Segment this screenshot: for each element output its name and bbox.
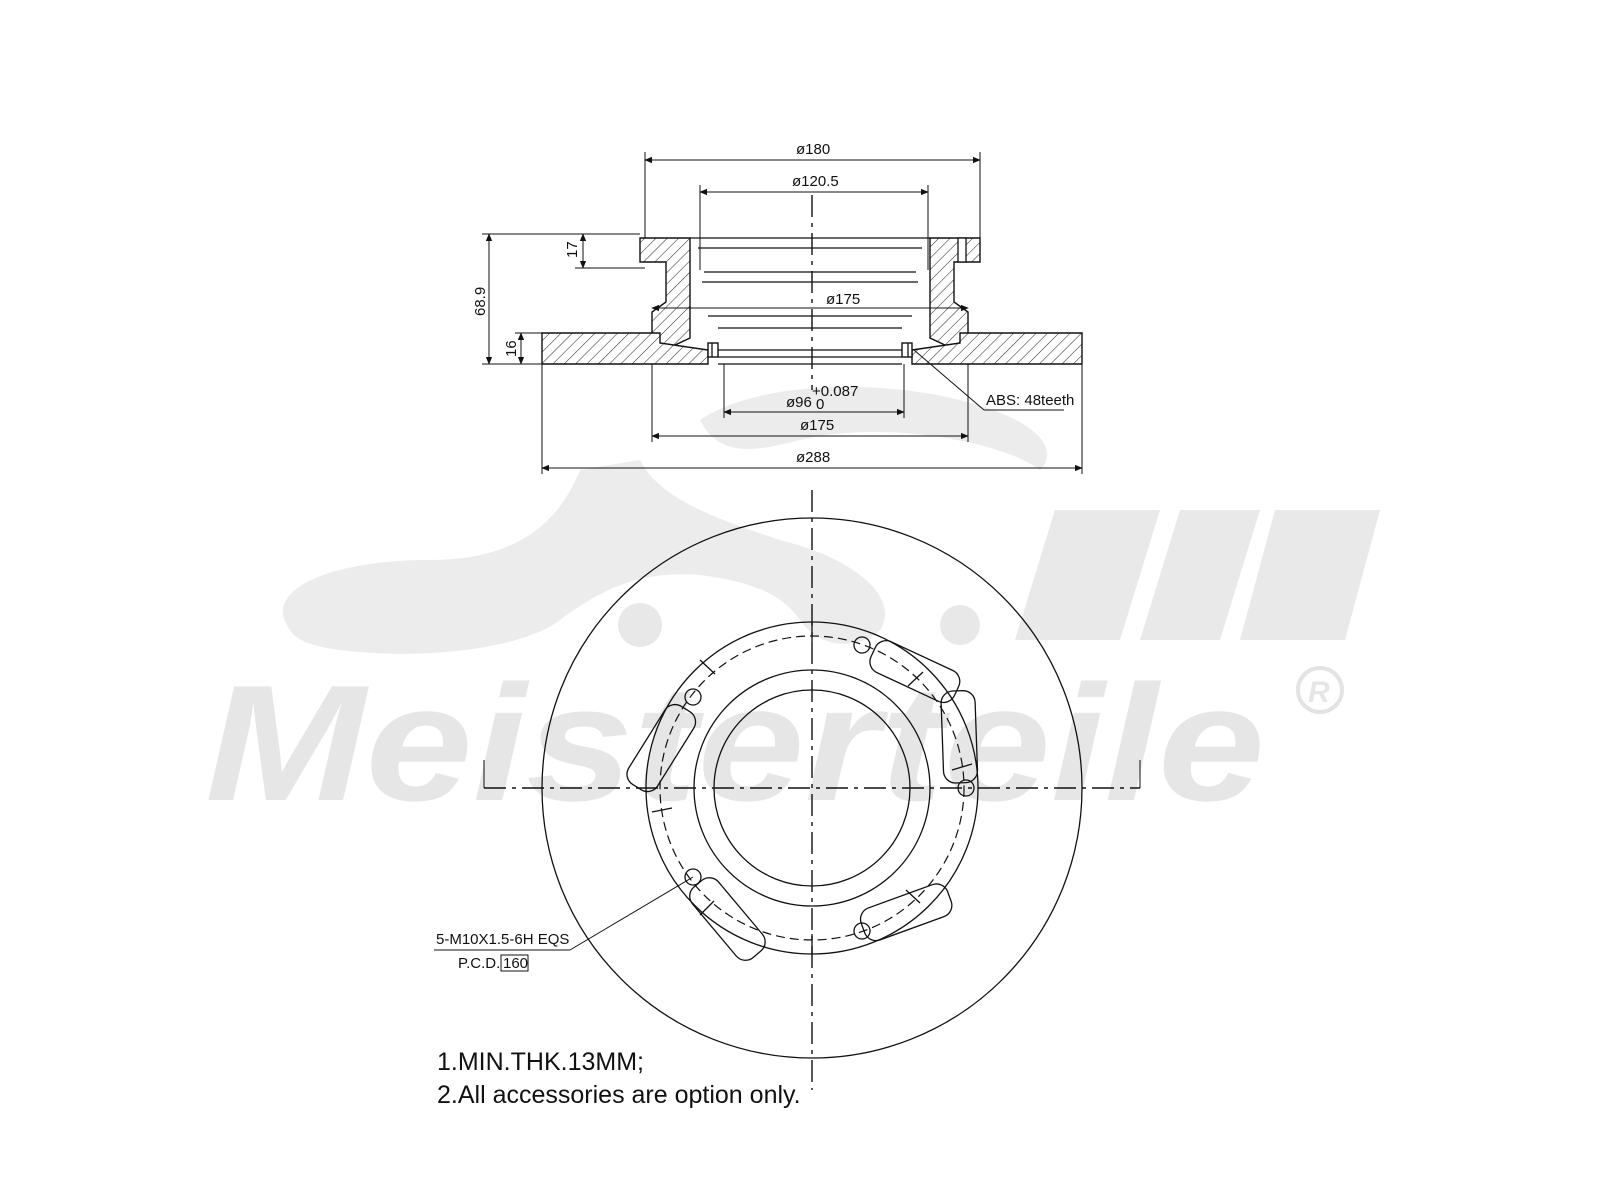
abs-callout-label: ABS: 48teeth xyxy=(986,392,1074,409)
dim-d96-tol-lower: 0 xyxy=(816,396,824,413)
thread-callout-label: 5-M10X1.5-6H EQS xyxy=(436,931,569,948)
note-2: 2.All accessories are option only. xyxy=(437,1081,801,1109)
thread-callout: 5-M10X1.5-6H EQS P.C.D. 160 xyxy=(434,876,694,972)
abs-ring-left xyxy=(707,342,719,358)
watermark-logo: A.Z. xyxy=(282,386,1380,672)
watermark-brand: Meisterteile xyxy=(205,651,1265,835)
note-1: 1.MIN.THK.13MM; xyxy=(437,1048,644,1076)
bolt-hole-2 xyxy=(684,688,702,706)
dim-d175-upper: ø175 xyxy=(651,291,969,312)
bolt-hole-5 xyxy=(853,922,871,940)
notes: 1.MIN.THK.13MM; 2.All accessories are op… xyxy=(437,1048,801,1109)
watermark: A.Z. Meisterteile R xyxy=(205,386,1380,835)
dim-h17: 17 xyxy=(564,233,645,269)
dim-d175-lower: ø175 xyxy=(651,364,969,442)
watermark-registered-mark: R xyxy=(1296,666,1344,714)
watermark-logo-initials: A.Z. xyxy=(426,504,713,672)
dim-d288: ø288 xyxy=(541,364,1083,474)
front-view: 5-M10X1.5-6H EQS P.C.D. 160 xyxy=(434,490,1141,1090)
bolt-hole-4 xyxy=(684,868,702,886)
dim-d96-tol-upper: +0.087 xyxy=(812,383,858,400)
dim-d180: ø180 xyxy=(644,141,981,238)
section-left-hat xyxy=(639,237,691,353)
dim-d120-5: ø120.5 xyxy=(699,173,929,270)
dim-d180-label: ø180 xyxy=(796,141,830,158)
section-view: ø180 ø120.5 ø175 68.9 17 16 xyxy=(472,141,1083,474)
dim-d96-label: ø96 xyxy=(786,394,812,411)
abs-ring-right xyxy=(901,342,913,358)
dim-d175-upper-label: ø175 xyxy=(826,291,860,308)
dim-d120-5-label: ø120.5 xyxy=(792,173,839,190)
dim-h16: 16 xyxy=(503,332,542,365)
dim-h16-label: 16 xyxy=(503,340,520,357)
dim-d288-label: ø288 xyxy=(796,449,830,466)
pcd-value: 160 xyxy=(503,955,528,972)
dim-h17-label: 17 xyxy=(564,241,581,258)
pcd-label: P.C.D. xyxy=(458,955,500,972)
section-right-ring xyxy=(911,332,1083,365)
dim-h68-9: 68.9 xyxy=(472,233,640,365)
pcd-value-box xyxy=(500,954,529,972)
watermark-registered-letter: R xyxy=(1308,676,1330,709)
abs-callout: ABS: 48teeth xyxy=(913,349,1074,411)
dim-d175-lower-label: ø175 xyxy=(800,417,834,434)
dim-d96: ø96 +0.087 0 xyxy=(723,364,905,418)
bolt-hole-1 xyxy=(853,636,871,654)
dim-h68-9-label: 68.9 xyxy=(472,287,489,316)
